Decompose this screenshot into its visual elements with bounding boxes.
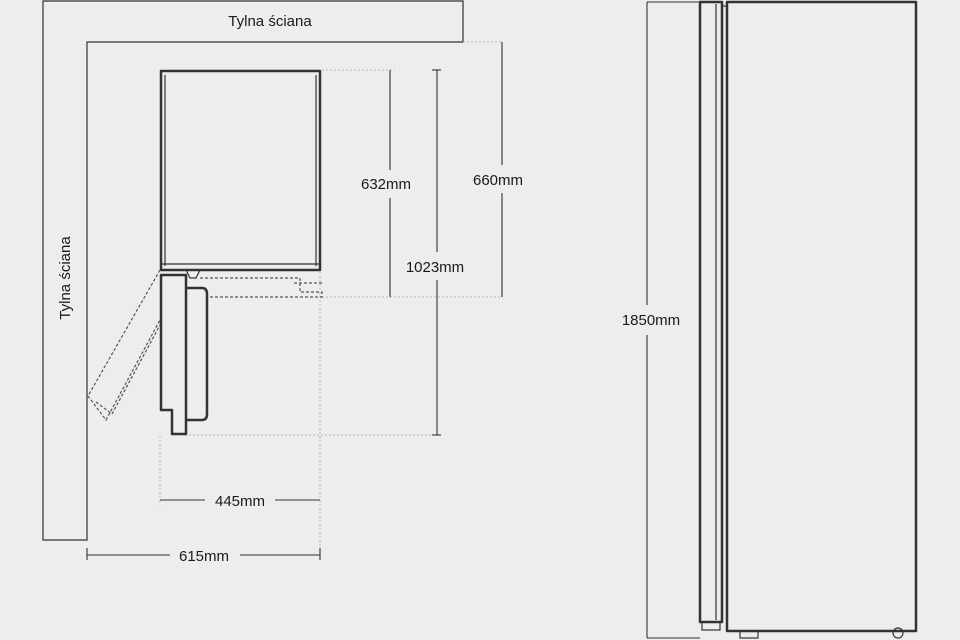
top-wall-label: Tylna ściana — [228, 13, 312, 30]
dim-label-1850: 1850mm — [622, 312, 680, 329]
fridge-door-open — [159, 273, 209, 436]
fridge-body-top-view — [159, 69, 322, 279]
dim-label-660: 660mm — [473, 172, 523, 189]
dim-label-445: 445mm — [215, 493, 265, 510]
dim-label-1023: 1023mm — [406, 259, 464, 276]
fridge-side-view — [698, 0, 918, 639]
dim-label-615: 615mm — [179, 548, 229, 565]
extension-guides — [159, 41, 502, 560]
door-swing-ghost — [87, 269, 323, 422]
dimension-lines — [86, 1, 700, 639]
dim-label-632: 632mm — [361, 176, 411, 193]
side-wall-label: Tylna ściana — [57, 236, 74, 320]
